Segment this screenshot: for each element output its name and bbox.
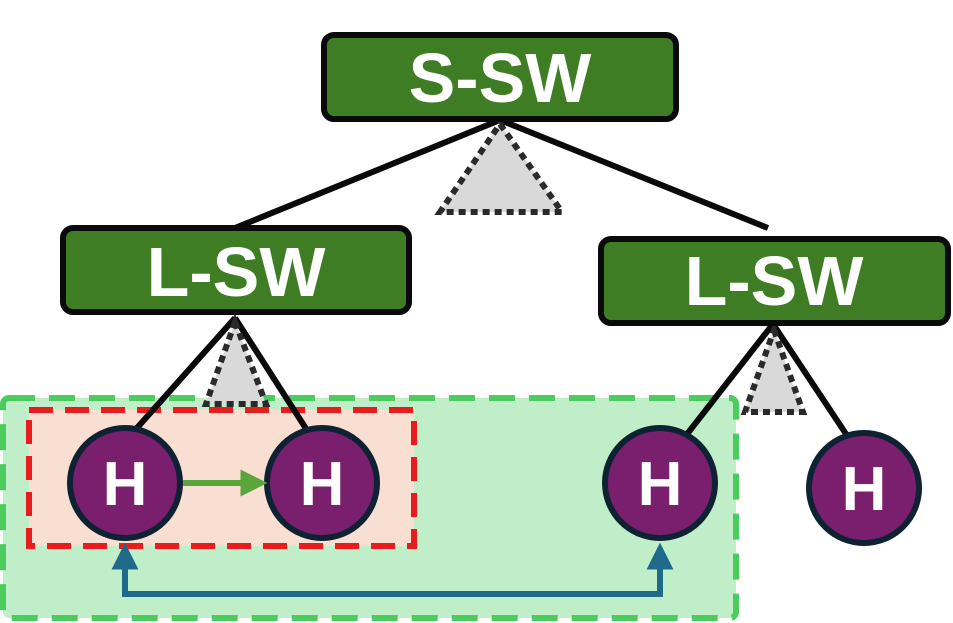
link-spine-leaf-left: [233, 117, 502, 231]
leaf-switch-left-label: L-SW: [147, 233, 326, 311]
host-2-label: H: [300, 450, 345, 519]
host-3-label: H: [638, 450, 683, 519]
leaf-switch-right: L-SW: [598, 236, 951, 326]
ecmp-triangle-leaf-left: [201, 313, 271, 407]
link-spine-leaf-right: [498, 117, 770, 231]
ecmp-triangle-leaf-right: [740, 321, 808, 415]
host-4: H: [806, 430, 922, 546]
link-leaf-right-host-4: [770, 322, 853, 442]
leaf-switch-right-label: L-SW: [685, 242, 864, 320]
spine-switch: S-SW: [321, 32, 679, 122]
link-leaf-left-host-2: [232, 316, 315, 440]
spine-switch-label: S-SW: [409, 39, 592, 117]
host-1: H: [67, 425, 183, 541]
ecmp-triangle-spine: [434, 118, 568, 215]
host-4-label: H: [842, 455, 887, 524]
cross-leaf-arrow: [111, 542, 674, 597]
link-leaf-left-host-1: [125, 316, 238, 440]
leaf-switch-left: L-SW: [60, 225, 412, 315]
host-1-label: H: [103, 450, 148, 519]
host-3: H: [602, 425, 718, 541]
host-2: H: [264, 425, 380, 541]
link-leaf-right-host-3: [681, 322, 776, 440]
